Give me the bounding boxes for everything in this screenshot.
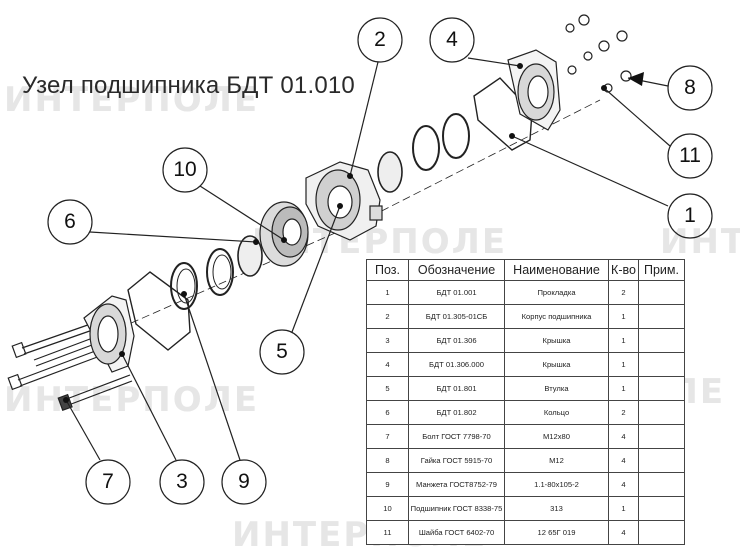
table-cell: БДТ 01.305-01СБ <box>408 304 505 329</box>
table-cell: Корпус подшипника <box>504 304 609 329</box>
table-cell: БДТ 01.306.000 <box>408 352 505 377</box>
table-cell: 1 <box>366 280 409 305</box>
seal-part-9 <box>170 262 198 310</box>
table-cell: 12 65Г 019 <box>504 520 609 545</box>
table-cell: Крышка <box>504 352 609 377</box>
table-cell: 2 <box>608 280 639 305</box>
nuts-part-8 <box>565 14 632 93</box>
table-cell: БДТ 01.001 <box>408 280 505 305</box>
column-header: Наименование <box>504 259 609 281</box>
table-cell <box>638 376 685 401</box>
table-cell: 4 <box>366 352 409 377</box>
callout-label: 10 <box>173 158 197 181</box>
watermark: ИНТЕРПОЛЕ <box>660 222 740 262</box>
table-cell: М12 <box>504 448 609 473</box>
table-cell: 313 <box>504 496 609 521</box>
table-cell: Подшипник ГОСТ 8338-75 <box>408 496 505 521</box>
table-cell: 4 <box>608 472 639 497</box>
callout-label: 3 <box>176 470 188 493</box>
callout-label: 11 <box>679 144 701 167</box>
table-cell: Манжета ГОСТ8752-79 <box>408 472 505 497</box>
table-cell: Прокладка <box>504 280 609 305</box>
callout-label: 1 <box>684 204 696 227</box>
table-cell: 9 <box>366 472 409 497</box>
table-cell <box>638 520 685 545</box>
table-cell: 11 <box>366 520 409 545</box>
table-cell: 2 <box>608 400 639 425</box>
table-cell: 5 <box>366 376 409 401</box>
callout-label: 5 <box>276 340 288 363</box>
table-cell: Болт ГОСТ 7798-70 <box>408 424 505 449</box>
table-cell: 1.1-80х105-2 <box>504 472 609 497</box>
table-header-row: Поз. Обозначение Наименование К-во Прим. <box>366 259 685 281</box>
table-cell: 1 <box>608 496 639 521</box>
table-cell: БДТ 01.306 <box>408 328 505 353</box>
table-cell: Втулка <box>504 376 609 401</box>
watermark: ИНТЕРПОЛЕ <box>4 80 260 120</box>
table-cell: БДТ 01.802 <box>408 400 505 425</box>
table-cell: 8 <box>366 448 409 473</box>
table-cell: 3 <box>366 328 409 353</box>
cover-part-3 <box>83 295 135 373</box>
callout-label: 2 <box>374 28 386 51</box>
table-cell: М12х80 <box>504 424 609 449</box>
table-cell: Крышка <box>504 328 609 353</box>
table-cell: Кольцо <box>504 400 609 425</box>
table-cell: 1 <box>608 376 639 401</box>
table-cell: 4 <box>608 520 639 545</box>
gasket-part-1 <box>127 271 191 351</box>
table-cell <box>638 328 685 353</box>
table-cell: 7 <box>366 424 409 449</box>
drawing-title: Узел подшипника БДТ 01.010 <box>22 72 355 99</box>
callout-label: 7 <box>102 470 114 493</box>
table-cell: БДТ 01.801 <box>408 376 505 401</box>
column-header: К-во <box>608 259 639 281</box>
parts-specification-table: Поз. Обозначение Наименование К-во Прим.… <box>366 259 685 545</box>
table-cell <box>638 448 685 473</box>
table-cell: 4 <box>608 448 639 473</box>
table-cell: 10 <box>366 496 409 521</box>
bearing-housing-part-2 <box>305 161 383 241</box>
table-cell: 1 <box>608 352 639 377</box>
table-cell <box>638 424 685 449</box>
column-header: Обозначение <box>408 259 505 281</box>
table-cell <box>638 304 685 329</box>
table-cell: 1 <box>608 328 639 353</box>
callout-label: 8 <box>684 76 696 99</box>
cover-part-4 <box>507 49 561 131</box>
table-cell <box>638 472 685 497</box>
callout-label: 6 <box>64 210 76 233</box>
table-cell <box>638 496 685 521</box>
table-cell: Шайба ГОСТ 6402-70 <box>408 520 505 545</box>
bearing-part-10 <box>259 201 309 267</box>
table-cell: 2 <box>366 304 409 329</box>
ring-part-6 <box>206 248 234 296</box>
table-cell: 4 <box>608 424 639 449</box>
callout-label: 9 <box>238 470 250 493</box>
table-cell <box>638 400 685 425</box>
column-header: Прим. <box>638 259 685 281</box>
table-cell: Гайка ГОСТ 5915-70 <box>408 448 505 473</box>
callout-label: 4 <box>446 28 458 51</box>
table-cell <box>638 280 685 305</box>
sleeve-part-5 <box>237 235 263 277</box>
table-cell: 6 <box>366 400 409 425</box>
table-cell: 1 <box>608 304 639 329</box>
table-cell <box>638 352 685 377</box>
column-header: Поз. <box>366 259 409 281</box>
